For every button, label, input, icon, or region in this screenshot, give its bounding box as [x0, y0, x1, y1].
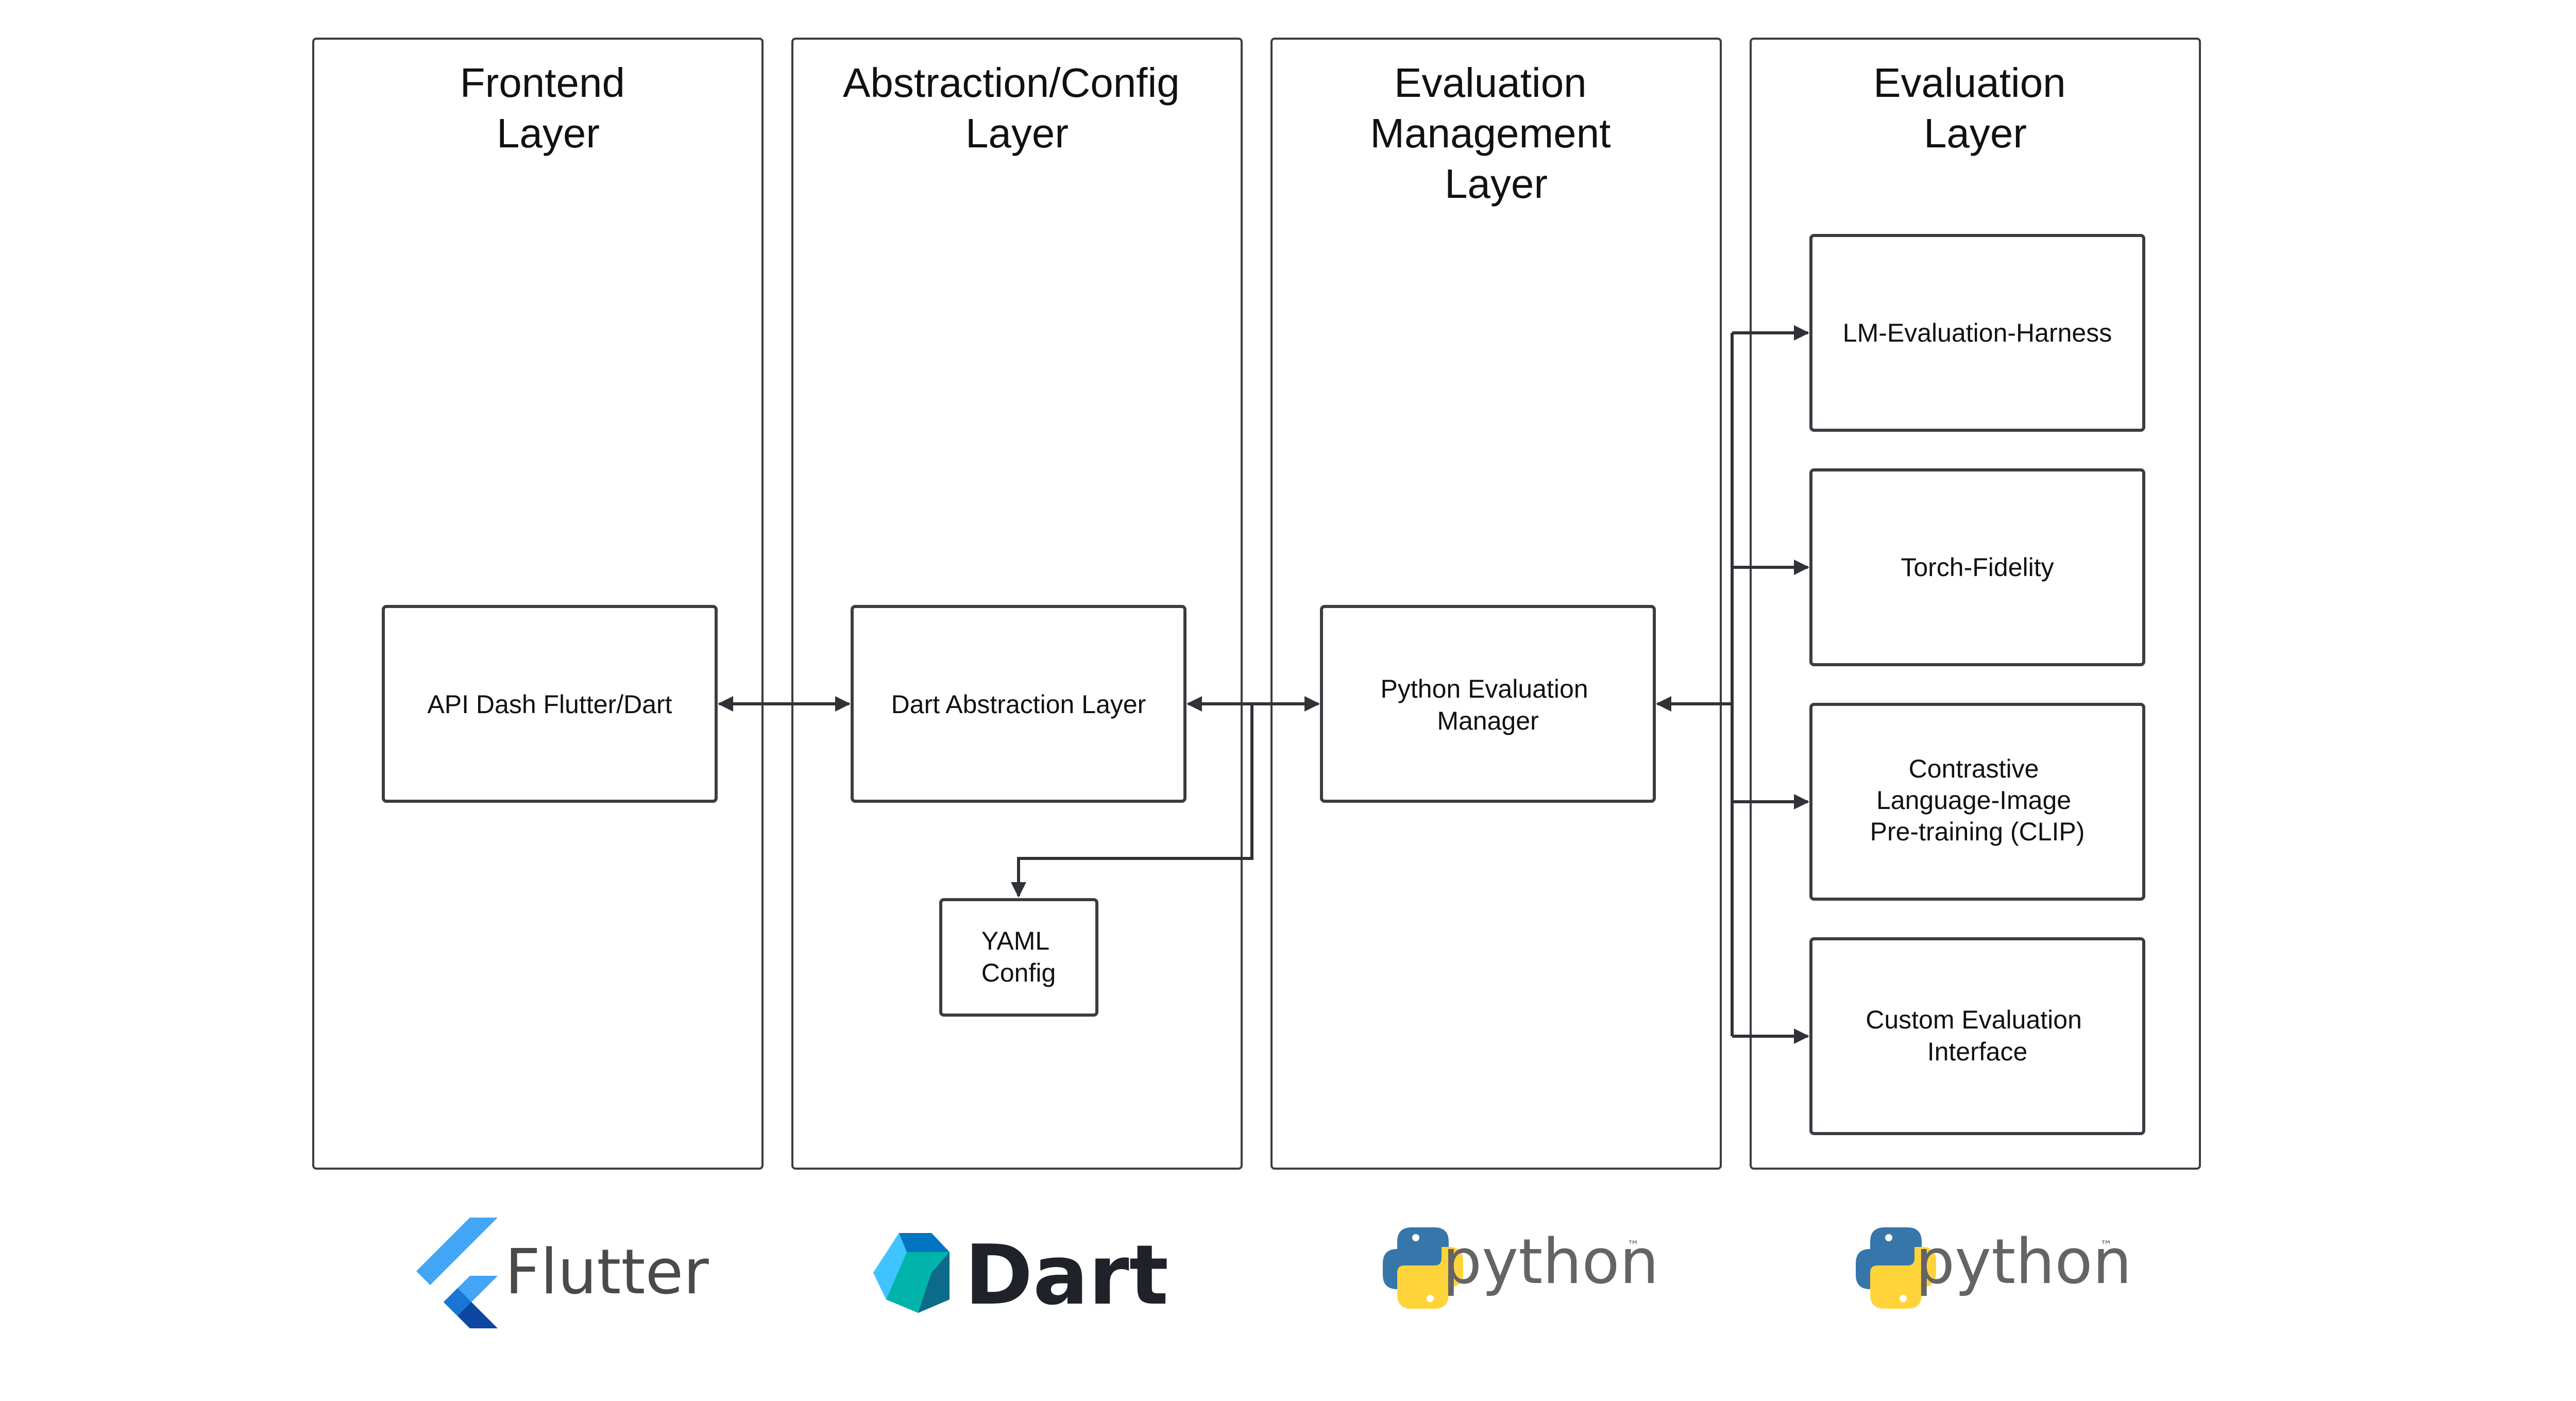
lane-frontend-title-line-1: Frontend	[460, 60, 625, 106]
box-custom-evaluation-interface-label-line-2: Interface	[1927, 1037, 2028, 1066]
box-torch-fidelity: Torch-Fidelity	[1809, 468, 2145, 666]
lane-abstraction-config-title-line-2: Layer	[965, 110, 1069, 156]
box-yaml-config-label-line-2: Config	[981, 958, 1056, 987]
dart-logo-text: Dart	[964, 1227, 1168, 1323]
lane-abstraction-config-title: Abstraction/Config Layer	[843, 60, 1191, 156]
lane-evaluation-management-title-line-3: Layer	[1445, 161, 1548, 207]
box-dart-abstraction-label: Dart Abstraction Layer	[891, 690, 1146, 719]
lane-evaluation-management: Evaluation Management Layer	[1270, 38, 1722, 1170]
lane-frontend: Frontend Layer	[312, 38, 764, 1170]
python-logo-2-text: python	[1916, 1226, 2132, 1298]
box-clip: Contrastive Language-Image Pre-training …	[1809, 703, 2145, 901]
dart-logo: Dart	[873, 1227, 1168, 1323]
lane-evaluation-management-title-line-1: Evaluation	[1394, 60, 1587, 106]
lane-evaluation-management-title-line-2: Management	[1370, 110, 1611, 156]
connectors	[718, 325, 1809, 1044]
box-python-evaluation-manager: Python Evaluation Manager	[1320, 605, 1656, 803]
box-custom-evaluation-interface-label-line-1: Custom Evaluation	[1866, 1005, 2082, 1034]
box-lm-evaluation-harness: LM-Evaluation-Harness	[1809, 234, 2145, 432]
box-torch-fidelity-label: Torch-Fidelity	[1901, 553, 2054, 582]
lane-abstraction-config-title-line-1: Abstraction/Config	[843, 60, 1180, 106]
box-python-evaluation-manager-label-line-2: Manager	[1437, 706, 1538, 735]
python-logo-1-trademark: ™	[1627, 1238, 1639, 1253]
box-api-dash-label-line-1: API Dash Flutter/Dart	[427, 690, 672, 719]
lane-abstraction-config: Abstraction/Config Layer	[791, 38, 1243, 1170]
flutter-logo-icon	[416, 1218, 498, 1328]
box-api-dash-label: API Dash Flutter/Dart	[427, 690, 672, 719]
box-clip-label-line-2: Language-Image	[1876, 786, 2071, 815]
arrow-to-yaml-config	[1011, 702, 1253, 898]
box-dart-abstraction-label-line-1: Dart Abstraction Layer	[891, 690, 1146, 719]
lane-frontend-title-line-2: Layer	[497, 110, 600, 156]
box-yaml-config-label: YAML Config	[981, 926, 1056, 987]
box-clip-label-line-1: Contrastive	[1909, 754, 2039, 783]
box-dart-abstraction: Dart Abstraction Layer	[851, 605, 1187, 803]
box-clip-label-line-3: Pre-training (CLIP)	[1870, 817, 2085, 846]
dart-logo-icon	[873, 1233, 950, 1313]
python-logo-2: python ™	[1856, 1226, 2132, 1309]
python-logo-icon	[1856, 1227, 1936, 1309]
box-api-dash: API Dash Flutter/Dart	[382, 605, 718, 803]
box-python-evaluation-manager-label-line-1: Python Evaluation	[1381, 674, 1588, 703]
lane-frontend-title: Frontend Layer	[460, 60, 636, 156]
box-yaml-config: YAML Config	[939, 898, 1098, 1017]
box-clip-label: Contrastive Language-Image Pre-training …	[1870, 754, 2085, 846]
flutter-logo-text: Flutter	[505, 1237, 709, 1308]
lane-evaluation-management-title: Evaluation Management Layer	[1370, 60, 1622, 207]
box-python-evaluation-manager-label: Python Evaluation Manager	[1381, 674, 1596, 735]
box-torch-fidelity-label-line-1: Torch-Fidelity	[1901, 553, 2054, 582]
box-lm-evaluation-harness-label-line-1: LM-Evaluation-Harness	[1843, 318, 2112, 347]
box-lm-evaluation-harness-label: LM-Evaluation-Harness	[1843, 318, 2112, 347]
lane-evaluation-title-line-1: Evaluation	[1873, 60, 2066, 106]
python-logo-2-trademark: ™	[2100, 1238, 2112, 1253]
lane-evaluation-title-line-2: Layer	[1924, 110, 2027, 156]
lane-evaluation-title: Evaluation Layer	[1873, 60, 2077, 156]
box-yaml-config-label-line-1: YAML	[981, 926, 1049, 955]
flutter-logo: Flutter	[416, 1218, 709, 1328]
python-logo-1: python ™	[1383, 1226, 1659, 1309]
box-custom-evaluation-interface-label: Custom Evaluation Interface	[1866, 1005, 2089, 1066]
python-logo-1-text: python	[1443, 1226, 1659, 1298]
python-logo-icon	[1383, 1227, 1463, 1309]
box-custom-evaluation-interface: Custom Evaluation Interface	[1809, 937, 2145, 1135]
